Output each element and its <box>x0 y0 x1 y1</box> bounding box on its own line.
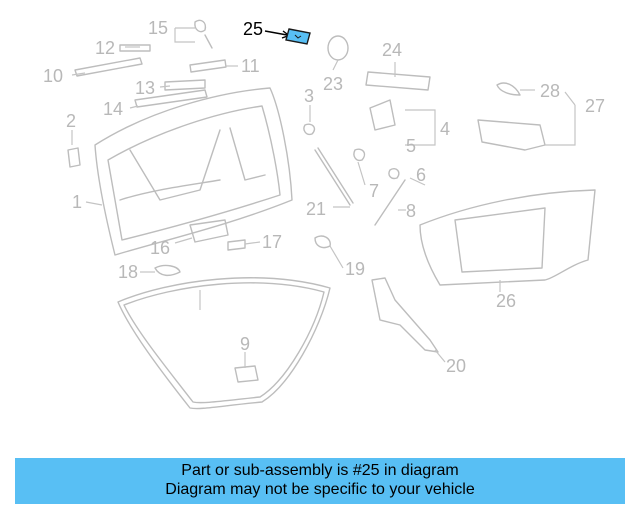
trunk-light-part <box>477 82 546 151</box>
info-banner: Part or sub-assembly is #25 in diagram D… <box>15 458 625 504</box>
banner-line-1: Part or sub-assembly is #25 in diagram <box>181 462 459 479</box>
callout-1: 1 <box>72 192 82 212</box>
callout-15: 15 <box>148 18 168 38</box>
callouts: 1 2 3 4 5 6 7 8 9 10 11 12 13 14 15 16 1… <box>43 18 605 376</box>
callout-26: 26 <box>496 291 516 311</box>
callout-14: 14 <box>103 99 123 119</box>
callout-8: 8 <box>406 201 416 221</box>
leader-lines <box>71 27 576 368</box>
callout-4: 4 <box>440 119 450 139</box>
parts-diagram: 1 2 3 4 5 6 7 8 9 10 11 12 13 14 15 16 1… <box>43 18 605 410</box>
hinge-part <box>371 277 439 353</box>
callout-5: 5 <box>406 136 416 156</box>
callout-11: 11 <box>241 56 260 76</box>
part-25-highlight <box>264 28 311 45</box>
callout-7: 7 <box>369 181 379 201</box>
callout-28: 28 <box>540 81 560 101</box>
callout-16: 16 <box>150 238 170 258</box>
gas-strut-part <box>314 147 354 206</box>
callout-6: 6 <box>416 165 426 185</box>
trunk-lining-part <box>419 189 596 286</box>
callout-18: 18 <box>118 262 138 282</box>
small-parts <box>67 19 406 383</box>
callout-10: 10 <box>43 66 63 86</box>
weatherstrip-part <box>117 277 331 410</box>
callout-23: 23 <box>323 74 343 94</box>
trunk-lid-part <box>94 87 293 256</box>
callout-24: 24 <box>382 40 402 60</box>
emblem-part <box>327 35 431 91</box>
callout-25: 25 <box>243 19 263 39</box>
callout-3: 3 <box>304 86 314 106</box>
callout-21: 21 <box>306 199 326 219</box>
callout-27: 27 <box>585 96 605 116</box>
callout-13: 13 <box>135 78 155 98</box>
callout-12: 12 <box>95 38 115 58</box>
callout-20: 20 <box>446 356 466 376</box>
callout-2: 2 <box>66 111 76 131</box>
callout-9: 9 <box>240 334 250 354</box>
banner-line-2: Diagram may not be specific to your vehi… <box>165 481 475 498</box>
callout-19: 19 <box>345 259 365 279</box>
callout-17: 17 <box>262 232 282 252</box>
